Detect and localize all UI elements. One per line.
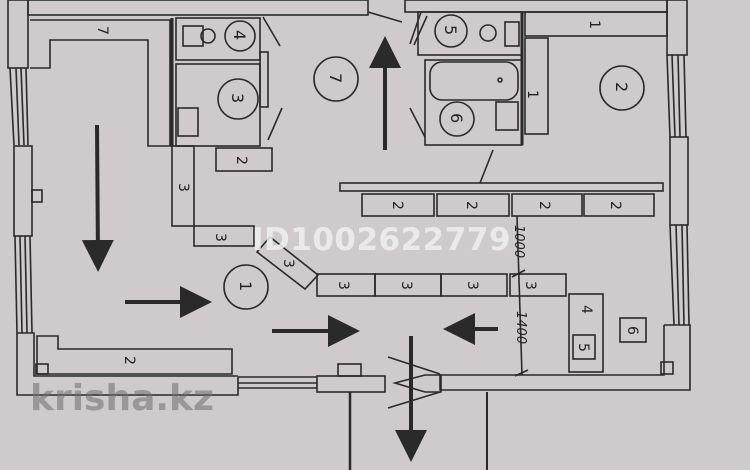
room-6-label: 6 [447,113,466,123]
wardrobe-2-b: 2 [463,201,479,210]
dimension-1000: 1000 [511,225,526,258]
cabinet-3-vertical: 3 [175,183,191,192]
room-2-circle [599,65,645,111]
room-7-circle [313,56,359,102]
appliance-5: 5 [575,343,591,352]
cabinet-3-angled: 3 [280,259,296,268]
wardrobe-2-c: 2 [536,201,552,210]
shelf-2: 2 [233,156,249,165]
room-1-label: 1 [236,281,255,291]
cabinet-3-c: 3 [398,281,414,290]
room-3-label: 3 [228,93,247,103]
cabinet-3-e: 3 [522,281,538,290]
wardrobe-2-d: 2 [607,201,623,210]
wardrobe-2-a: 2 [389,201,405,210]
top-wall-left [27,0,369,16]
room-4-label: 4 [230,30,249,40]
room-3-circle [217,78,259,120]
room-4-circle [224,20,256,52]
counter-2: 2 [121,356,137,365]
appliance-6: 6 [624,326,640,335]
room-6-circle [439,101,475,137]
arrow-down-left [81,124,114,272]
room-5-circle [434,14,468,48]
cabinet-3-b: 3 [335,281,351,290]
wardrobe-1-top: 1 [586,20,602,29]
watermark-id: ID1002622779 [252,222,511,258]
watermark-site: krisha.kz [30,378,214,419]
wardrobe-1-side: 1 [524,90,540,99]
cabinet-3-a: 3 [212,233,228,242]
cabinet-3-d: 3 [464,281,480,290]
room-1-circle [223,264,269,310]
dimension-1400: 1400 [513,311,528,344]
top-wall-right [404,0,668,13]
room-7-label: 7 [326,73,345,83]
room-5-label: 5 [441,25,460,35]
wardrobe-7-left: 7 [94,26,110,35]
room-2-label: 2 [612,82,631,92]
appliance-4: 4 [578,305,594,314]
